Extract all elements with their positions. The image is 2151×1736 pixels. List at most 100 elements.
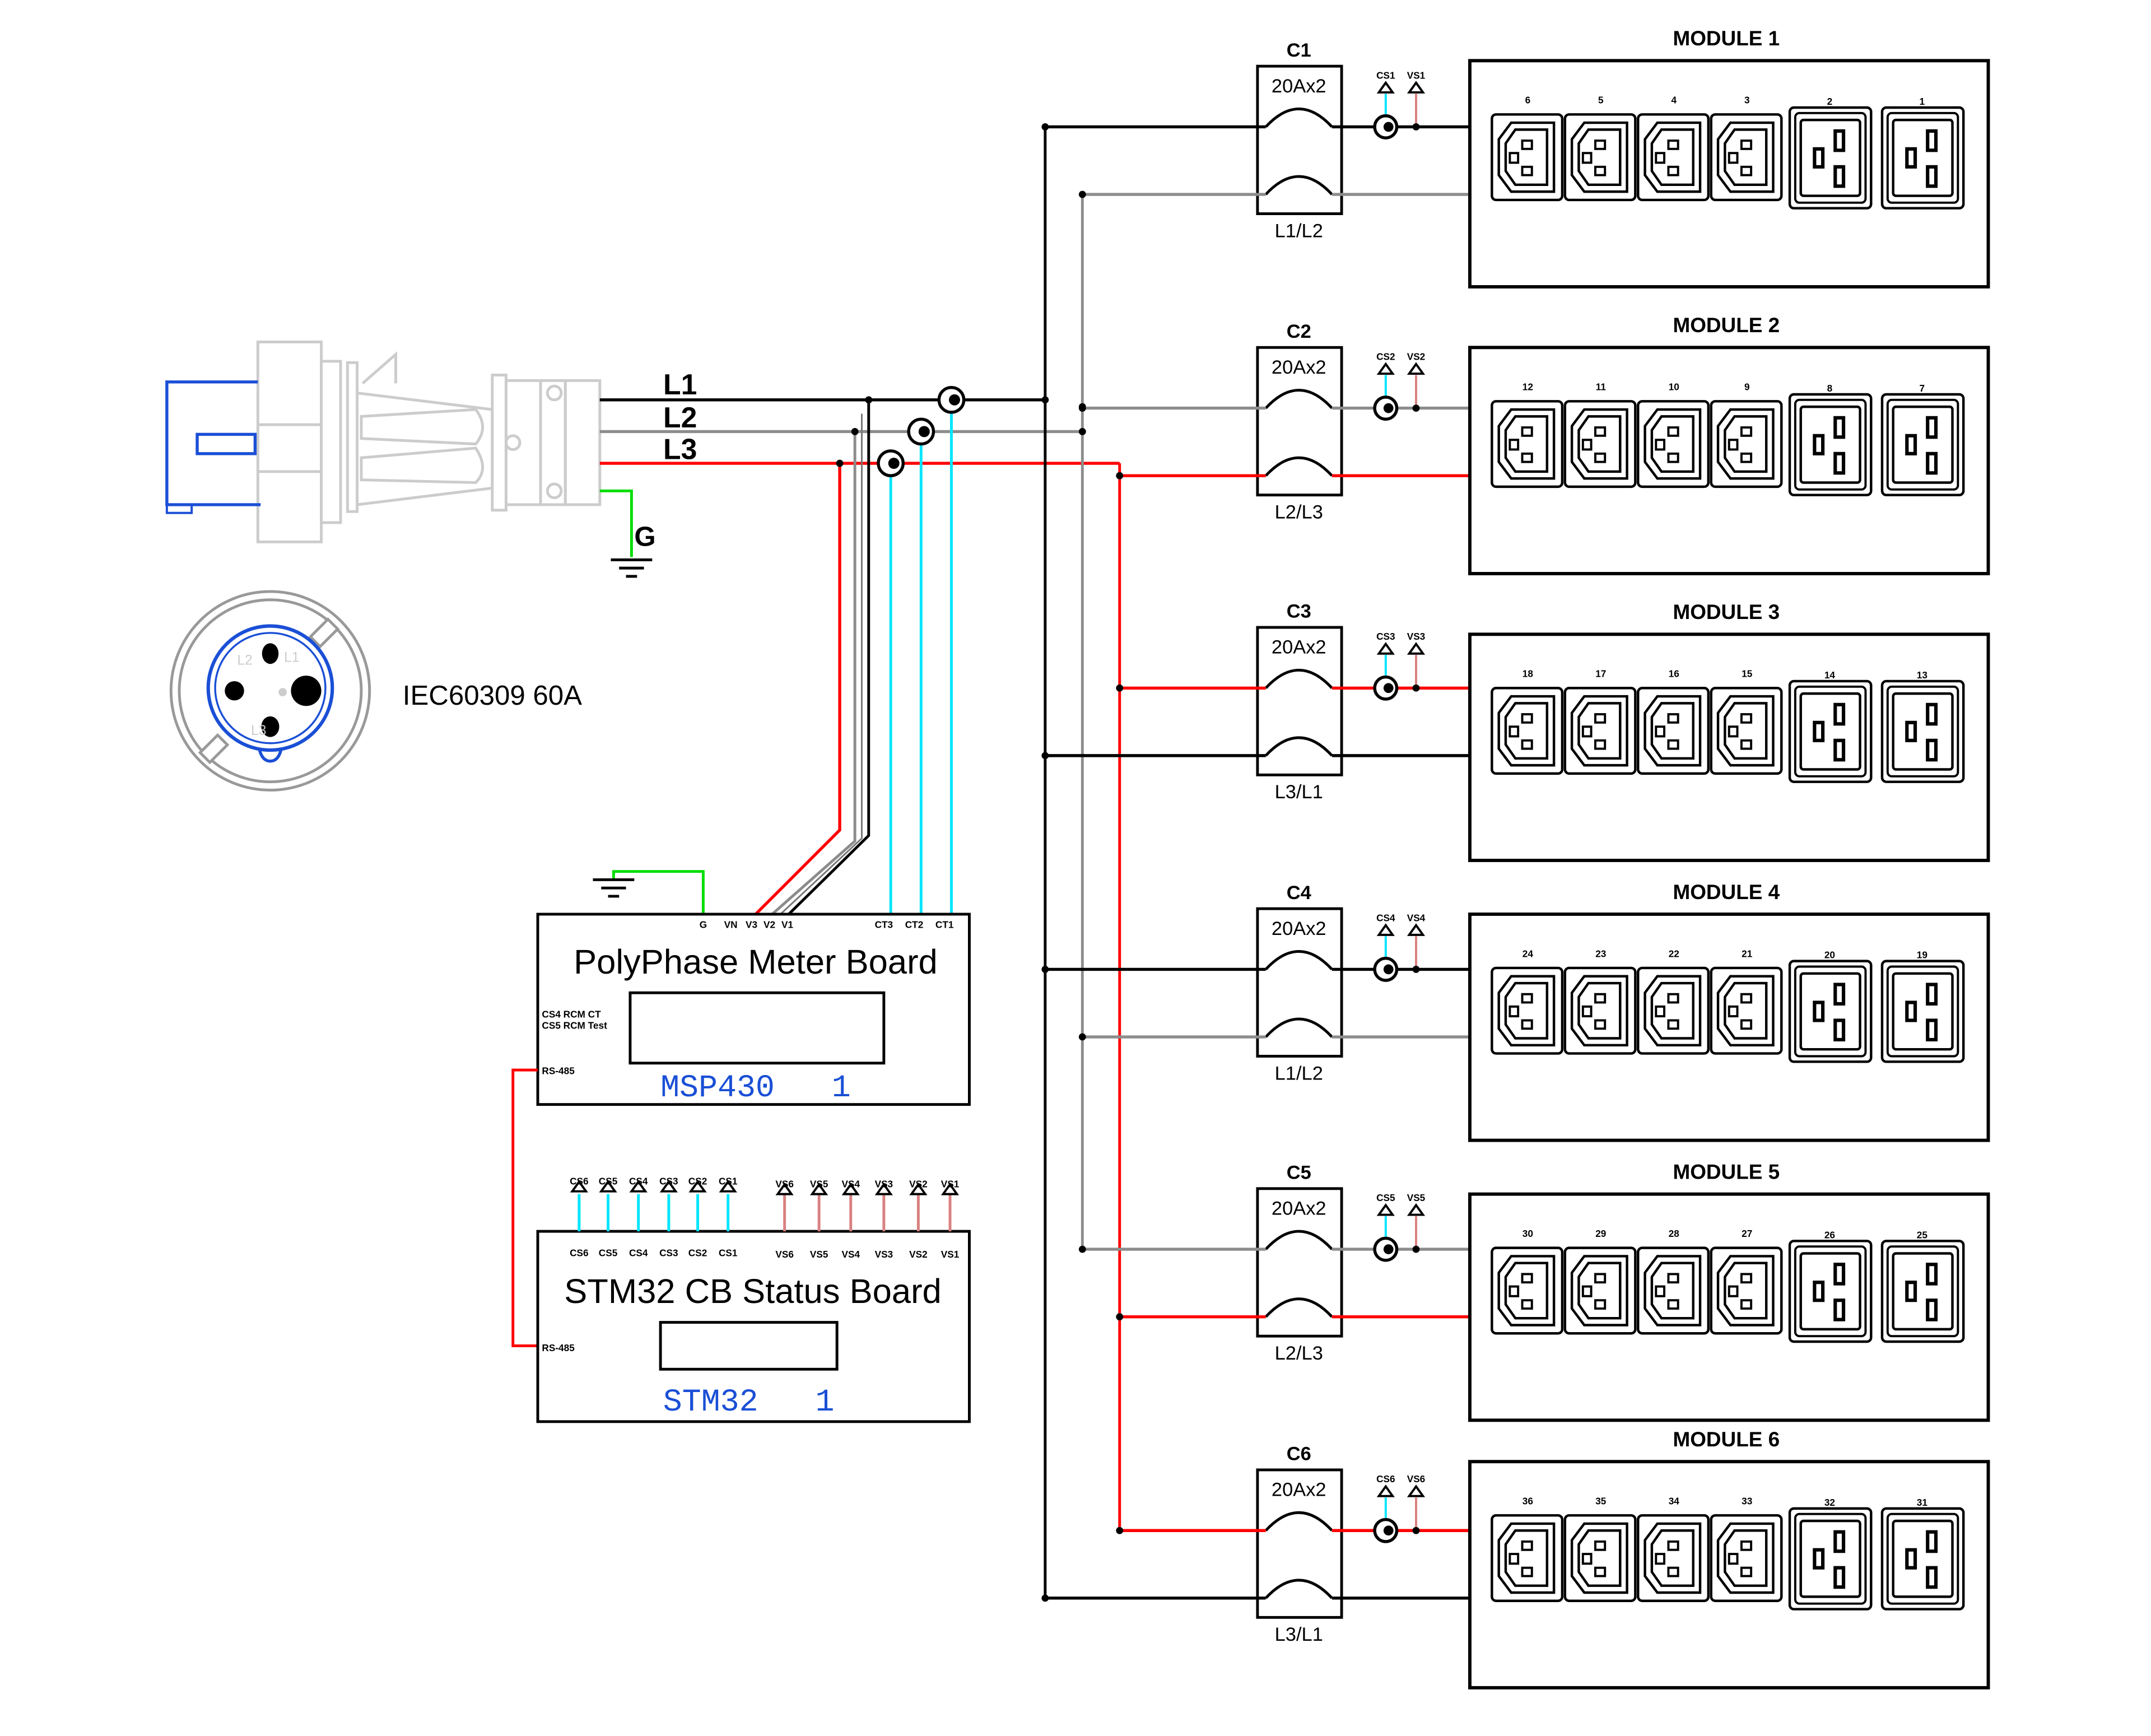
outlet-frame bbox=[1637, 400, 1710, 488]
cs-label: CS2 bbox=[1376, 351, 1395, 362]
cs-current-sensor-icon bbox=[1373, 675, 1399, 701]
stm32-status-board: CS6CS6CS5CS5CS4CS4CS3CS3CS2CS2CS1CS1VS6V… bbox=[536, 1175, 971, 1423]
plug-tab bbox=[165, 503, 193, 514]
screw-icon bbox=[504, 434, 522, 451]
vs-tap-dot bbox=[1412, 966, 1420, 973]
outlet-contact bbox=[1905, 1548, 1917, 1570]
vs-terminal-icon bbox=[1407, 81, 1426, 94]
outlet-number: 23 bbox=[1595, 948, 1606, 959]
cs-label: CS1 bbox=[1376, 69, 1395, 81]
c13-outlet: 4 bbox=[1637, 95, 1710, 202]
outlet-contact bbox=[1509, 1005, 1520, 1018]
outlet-number: 8 bbox=[1827, 383, 1833, 394]
breaker-rating: 20Ax2 bbox=[1272, 918, 1326, 939]
outlet-contact bbox=[1833, 738, 1846, 762]
breaker-rating: 20Ax2 bbox=[1272, 637, 1326, 658]
main-feeders bbox=[599, 127, 1121, 1597]
cs-terminal-label: CS5 bbox=[599, 1175, 618, 1186]
outlet-shell bbox=[1716, 695, 1775, 767]
outlet-contact bbox=[1594, 993, 1607, 1004]
screw-icon bbox=[546, 482, 563, 500]
vs-label: VS5 bbox=[1407, 1192, 1426, 1203]
outlet-frame bbox=[1788, 1507, 1873, 1611]
outlet-number: 9 bbox=[1744, 381, 1750, 393]
outlet-shell bbox=[1497, 121, 1556, 193]
outlet-shell bbox=[1794, 965, 1867, 1058]
outlet-shell bbox=[1497, 975, 1556, 1047]
outlet-number: 21 bbox=[1742, 948, 1753, 959]
outlet-shell-inner bbox=[1650, 702, 1694, 760]
outlet-frame bbox=[1637, 1514, 1710, 1602]
outlet-number: 34 bbox=[1669, 1495, 1680, 1506]
outlet-shell-inner bbox=[1799, 692, 1861, 771]
junction-dot bbox=[1116, 472, 1124, 480]
outlet-contact bbox=[1594, 1273, 1607, 1284]
phase-label-l1: L1 bbox=[663, 368, 697, 401]
outlet-frame bbox=[1637, 113, 1710, 202]
outlet-shell-inner bbox=[1799, 405, 1861, 484]
face-pin-label: L2 bbox=[237, 653, 252, 668]
c13-outlet: 12 bbox=[1491, 381, 1564, 488]
breaker-phases: L2/L3 bbox=[1275, 502, 1323, 523]
status-board-outline bbox=[536, 1230, 971, 1423]
outlet-contact bbox=[1594, 1566, 1607, 1577]
outlet-contact bbox=[1521, 165, 1533, 176]
ct-core bbox=[1383, 964, 1394, 975]
c13-outlet: 5 bbox=[1563, 95, 1637, 202]
outlet-contact bbox=[1728, 152, 1739, 164]
outlet-contact bbox=[1926, 1530, 1938, 1553]
outlet-contact bbox=[1813, 720, 1825, 742]
outlet-contact bbox=[1581, 1553, 1593, 1565]
face-key-notch bbox=[198, 733, 230, 765]
outlet-number: 2 bbox=[1827, 96, 1833, 107]
breaker-label: C5 bbox=[1287, 1162, 1311, 1184]
ct-core bbox=[888, 458, 900, 469]
outlet-number: 30 bbox=[1523, 1228, 1533, 1239]
module-outline bbox=[1468, 346, 1990, 575]
outlet-shell-inner bbox=[1650, 1262, 1694, 1320]
outlet-contact bbox=[1667, 452, 1679, 463]
plug-key bbox=[195, 432, 257, 455]
breaker-contact-arc bbox=[1264, 736, 1333, 757]
ct2-icon bbox=[907, 417, 935, 446]
outlet-shell bbox=[1716, 1255, 1775, 1327]
outlet-contact bbox=[1667, 165, 1679, 176]
outlet-shell bbox=[1794, 1245, 1867, 1338]
outlet-contact bbox=[1813, 1281, 1825, 1302]
outlet-contact bbox=[1740, 1019, 1753, 1030]
outlet-frame bbox=[1880, 393, 1965, 496]
outlet-shell bbox=[1643, 121, 1702, 193]
breaker-phases: L1/L2 bbox=[1275, 1063, 1323, 1084]
ct-core bbox=[1383, 1244, 1394, 1254]
outlet-shell bbox=[1570, 1255, 1628, 1327]
outlet-contact bbox=[1833, 1530, 1846, 1553]
cs-label: CS3 bbox=[1376, 631, 1395, 642]
outlet-shell-inner bbox=[1504, 415, 1549, 473]
outlet-number: 7 bbox=[1920, 383, 1925, 394]
vs-terminal-icon bbox=[841, 1183, 860, 1195]
meter-chip-label: MSP430 1 bbox=[660, 1070, 851, 1106]
vs-pin-label: VS5 bbox=[810, 1249, 828, 1260]
junction-dot bbox=[1116, 684, 1124, 692]
junction-dot bbox=[836, 459, 844, 467]
outlet-contact bbox=[1905, 1000, 1917, 1022]
outlet-number: 29 bbox=[1595, 1228, 1606, 1239]
vs-terminal-icon bbox=[941, 1183, 960, 1195]
outlet-number: 6 bbox=[1525, 95, 1531, 106]
outlet-shell bbox=[1643, 695, 1702, 767]
outlet-shell bbox=[1570, 121, 1628, 193]
vs-terminal-label: VS3 bbox=[875, 1178, 893, 1189]
c13-outlet: 28 bbox=[1637, 1228, 1710, 1335]
iec60309-plug-side-icon bbox=[165, 340, 602, 543]
vs-tap-dot bbox=[1412, 123, 1420, 131]
vs-terminal-label: VS5 bbox=[810, 1178, 828, 1189]
cs-terminal-icon bbox=[1376, 642, 1395, 655]
c13-outlet: 6 bbox=[1491, 95, 1564, 202]
outlet-contact bbox=[1740, 1540, 1753, 1551]
cs-terminal-icon bbox=[629, 1180, 648, 1193]
outlet-shell bbox=[1716, 975, 1775, 1047]
outlet-frame bbox=[1563, 966, 1637, 1055]
module-outline bbox=[1468, 59, 1990, 288]
outlet-contact bbox=[1926, 983, 1938, 1006]
